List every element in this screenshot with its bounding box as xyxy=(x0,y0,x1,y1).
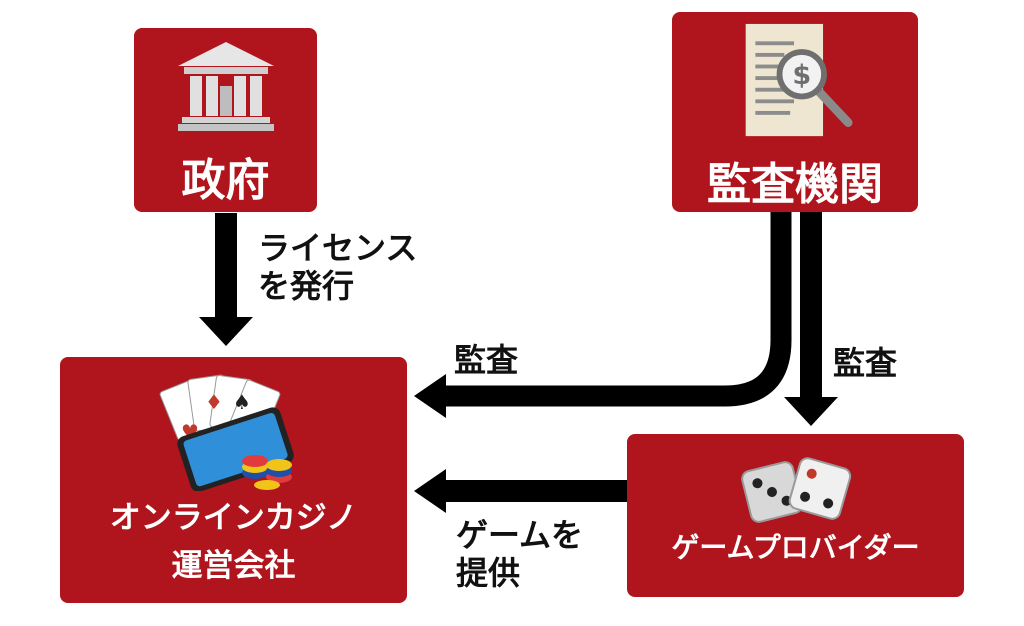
license-label-line2: を発行 xyxy=(258,267,355,305)
license-label-line1: ライセンス xyxy=(258,229,418,267)
svg-text:♠: ♠ xyxy=(233,390,251,414)
casino-chips xyxy=(241,455,292,490)
games-edge-label: ゲームを 提供 xyxy=(456,516,583,592)
government-node: 政府 xyxy=(134,28,317,212)
online-casino-operator-node: ♥ ♦ ♠ オンラインカジノ 運営会社 xyxy=(60,357,407,603)
operator-label-line1: オンラインカジノ xyxy=(109,500,358,536)
arrow-audit-provider xyxy=(784,212,838,426)
license-edge-label: ライセンス を発行 xyxy=(258,229,417,305)
games-label-line2: 提供 xyxy=(456,554,521,592)
audit-document-magnifier-icon: $ xyxy=(745,23,853,137)
audit-provider-edge-label: 監査 xyxy=(833,344,898,382)
playing-cards-smartphone-chips-icon: ♥ ♦ ♠ xyxy=(159,374,294,491)
arrow-games xyxy=(414,469,627,513)
provider-label: ゲームプロバイダー xyxy=(671,531,920,564)
svg-text:♦: ♦ xyxy=(205,390,223,414)
auditor-label: 監査機関 xyxy=(707,159,883,210)
game-provider-node: ゲームプロバイダー xyxy=(627,434,964,597)
svg-text:$: $ xyxy=(792,60,811,91)
auditor-node: $ 監査機関 xyxy=(672,12,918,212)
arrow-audit-operator xyxy=(414,212,792,418)
operator-label-line2: 運営会社 xyxy=(171,548,296,584)
arrow-license xyxy=(199,213,253,346)
government-building-icon xyxy=(177,42,274,131)
dice-icon xyxy=(740,457,851,523)
audit-operator-edge-label: 監査 xyxy=(454,341,519,379)
games-label-line1: ゲームを xyxy=(456,516,584,554)
government-label: 政府 xyxy=(181,155,270,206)
